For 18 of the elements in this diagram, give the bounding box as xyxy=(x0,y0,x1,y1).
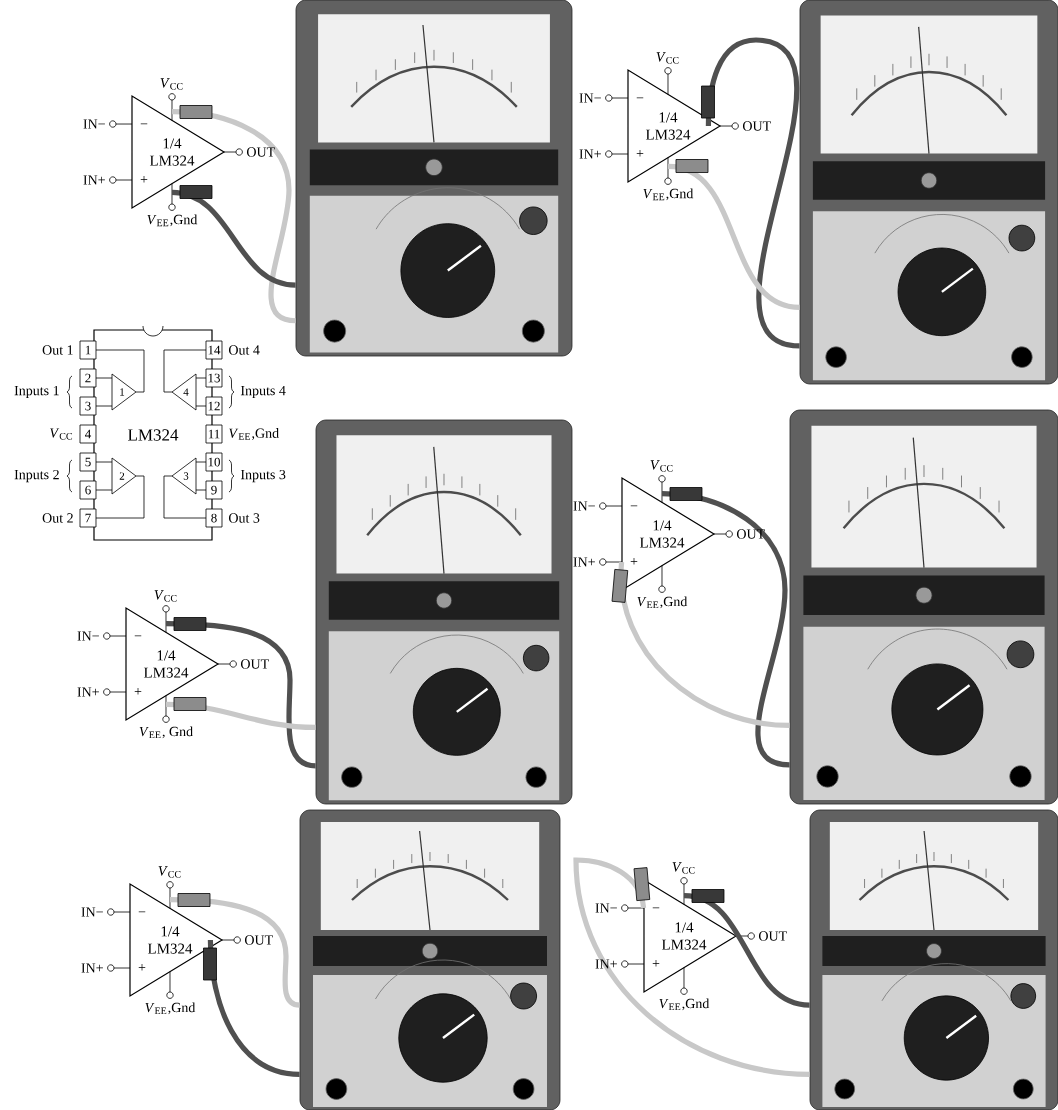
test-lead xyxy=(667,163,800,311)
test-lead xyxy=(661,491,790,768)
test-lead xyxy=(169,897,300,1008)
test-lead xyxy=(166,621,316,769)
test-lead xyxy=(207,939,300,1077)
test-lead xyxy=(683,893,810,1008)
multimeter-drawing xyxy=(295,0,573,357)
test-lead xyxy=(705,37,801,349)
multimeter-drawing xyxy=(809,809,1058,1110)
test-lead xyxy=(573,857,810,1077)
test-lead xyxy=(171,189,296,288)
test-lead xyxy=(618,562,790,729)
multimeter-drawing xyxy=(315,419,573,805)
test-lead xyxy=(165,701,316,731)
multimeter-drawing xyxy=(299,809,561,1110)
multimeter-drawing xyxy=(799,0,1058,385)
multimeter-drawing xyxy=(789,409,1058,805)
test-lead xyxy=(171,109,296,324)
